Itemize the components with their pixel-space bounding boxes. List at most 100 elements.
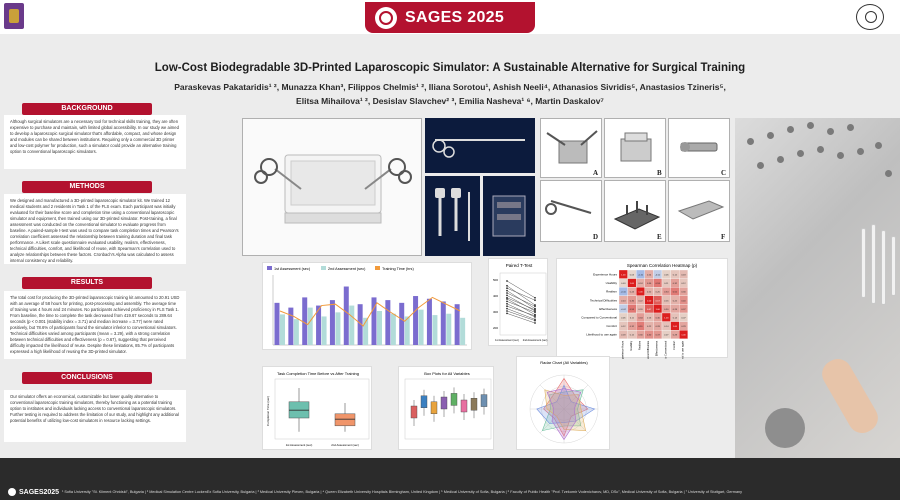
heatmap-title: Spearman Correlation Heatmap (p): [627, 263, 698, 268]
bar-second-13: [460, 317, 466, 345]
heatmap-value-6-2: 0.51: [638, 326, 643, 328]
bar-first-8: [385, 300, 391, 345]
completion-time-boxplot: Task Completion Time Before vs After Tra…: [262, 366, 372, 450]
training-line: [279, 296, 461, 327]
heatmap-value-6-7: 0.29: [681, 326, 686, 328]
heatmap-row-label-1: Usability: [606, 281, 618, 285]
heatmap-value-6-5: 0.14: [664, 326, 669, 328]
bar-first-3: [316, 305, 322, 345]
heatmap-value-1-4: 0.53: [656, 283, 661, 285]
heatmap-value-7-6: 0.29: [673, 335, 678, 337]
legend-first: 1st Assessment (sec): [274, 267, 311, 271]
heatmap-svg: Spearman Correlation Heatmap (p) Experie…: [581, 263, 698, 372]
heatmap-value-3-2: 0.22: [638, 300, 643, 302]
legend-swatch-second: [321, 266, 326, 270]
heatmap-value-0-7: 0.18: [681, 275, 686, 277]
heatmap-value-4-1: 0.53: [630, 309, 635, 311]
paired-point-before-8: [506, 300, 508, 303]
paired-point-before-11: [506, 307, 508, 310]
cad-panel-f: F: [668, 180, 730, 242]
paired-ytick-3: 200: [493, 326, 498, 330]
heatmap-value-6-1: 0.32: [630, 326, 635, 328]
paired-point-before-3: [506, 289, 508, 292]
likert-boxplots: Box Plots for All Variables: [398, 366, 494, 450]
bar-second-6: [363, 317, 369, 345]
heatmap-value-7-7: 1.00: [681, 335, 686, 337]
likert-title: Box Plots for All Variables: [424, 371, 470, 376]
likert-box-2: [430, 401, 438, 414]
bar-first-0: [274, 302, 280, 345]
simulator-photo: [242, 118, 422, 256]
bar-second-3: [321, 316, 327, 345]
paired-point-after-0: [534, 296, 536, 299]
paired-ytick-2: 300: [493, 310, 498, 314]
bar-first-12: [440, 301, 446, 345]
cad-panel-e: E: [604, 180, 666, 242]
cad-panel-b: B: [604, 118, 666, 178]
paired-xlabel-1: 2nd Assessment (sec): [523, 339, 548, 342]
bar-first-10: [413, 296, 419, 345]
heatmap-col-label-0: Experience Hours: [620, 340, 624, 359]
heatmap-col-label-3: Technical Difficulties: [646, 340, 650, 359]
panel-label-a: A: [593, 169, 599, 177]
heatmap-value-5-6: 0.14: [673, 318, 678, 320]
methods-heading: METHODS: [22, 181, 152, 193]
bar-first-11: [426, 298, 432, 345]
heatmap-value-5-1: 0.11: [630, 318, 635, 320]
heatmap-value-4-6: 0.28: [673, 309, 678, 311]
conclusions-heading: CONCLUSIONS: [22, 372, 152, 384]
likert-area: [404, 378, 492, 440]
paired-point-after-6: [534, 308, 536, 311]
heatmap-value-2-7: 0.30: [681, 292, 686, 294]
heatmap-col-label-4: Effectiveness: [655, 340, 659, 356]
heatmap-value-1-1: 1.00: [630, 283, 635, 285]
training-photo: [735, 118, 900, 458]
paired-point-after-10: [534, 314, 536, 317]
heatmap-value-3-4: 0.67: [656, 300, 661, 302]
paired-point-before-4: [506, 292, 508, 294]
boxplot-svg: Task Completion Time Before vs After Tra…: [266, 371, 370, 447]
paired-point-before-0: [506, 280, 508, 282]
radar-series-3: [544, 389, 587, 431]
instrument-photo-1: [425, 118, 535, 173]
paired-point-before-1: [506, 284, 508, 287]
paired-point-after-13: [534, 322, 536, 324]
legend-second: 2nd Assessment (sec): [328, 267, 366, 271]
heatmap-value-4-2: 0.20: [638, 309, 643, 311]
bar-first-5: [343, 286, 349, 345]
banner-title: SAGES 2025: [405, 8, 505, 26]
footer-logo-text: SAGES2025: [19, 488, 60, 496]
paired-point-after-8: [534, 311, 536, 314]
heatmap-value-4-5: 0.30: [664, 309, 669, 311]
heatmap-value-3-6: 0.22: [673, 300, 678, 302]
heatmap-col-label-7: Likelihood to use again: [681, 340, 685, 359]
heatmap-row-label-0: Experience Hours: [593, 273, 617, 277]
heatmap-row-label-3: Technical Difficulties: [590, 298, 617, 302]
bar-second-7: [377, 311, 382, 345]
sages-logo-icon: [375, 6, 397, 29]
paired-line-8: [506, 301, 536, 313]
heatmap-row-label-7: Likelihood to use again: [586, 333, 617, 337]
paired-point-before-9: [506, 302, 508, 305]
heatmap-value-0-4: -0.02: [655, 275, 661, 277]
heatmap-value-5-5: 1.00: [664, 318, 669, 320]
conference-banner: SAGES 2025: [365, 2, 535, 33]
paired-xlabel-0: 1st Assessment (sec): [495, 339, 519, 342]
cad-panel-d: D: [540, 180, 602, 242]
paired-point-after-12: [534, 319, 536, 322]
likert-box-5: [460, 399, 468, 413]
heatmap-value-6-6: 1.00: [673, 326, 678, 328]
header-bar: SAGES 2025: [0, 0, 900, 34]
heatmap-value-3-1: 0.36: [630, 300, 635, 302]
conclusions-text: Our simulator offers an economical, cust…: [4, 390, 186, 442]
cad-panel-c: C: [668, 118, 730, 178]
likert-box-1: [420, 395, 428, 408]
likert-box-7: [480, 394, 488, 407]
bar-second-5: [349, 305, 355, 345]
heatmap-row-label-2: Realism: [606, 290, 617, 294]
heatmap-value-0-3: 0.24: [647, 275, 652, 277]
author-line-2: Elitsa Mihailova¹ ², Desislav Slavchev² …: [296, 96, 604, 106]
paired-ytick-1: 400: [493, 294, 498, 298]
panel-label-e: E: [657, 233, 662, 241]
boxplot-ylabel: Completion Time (sec): [266, 396, 270, 426]
